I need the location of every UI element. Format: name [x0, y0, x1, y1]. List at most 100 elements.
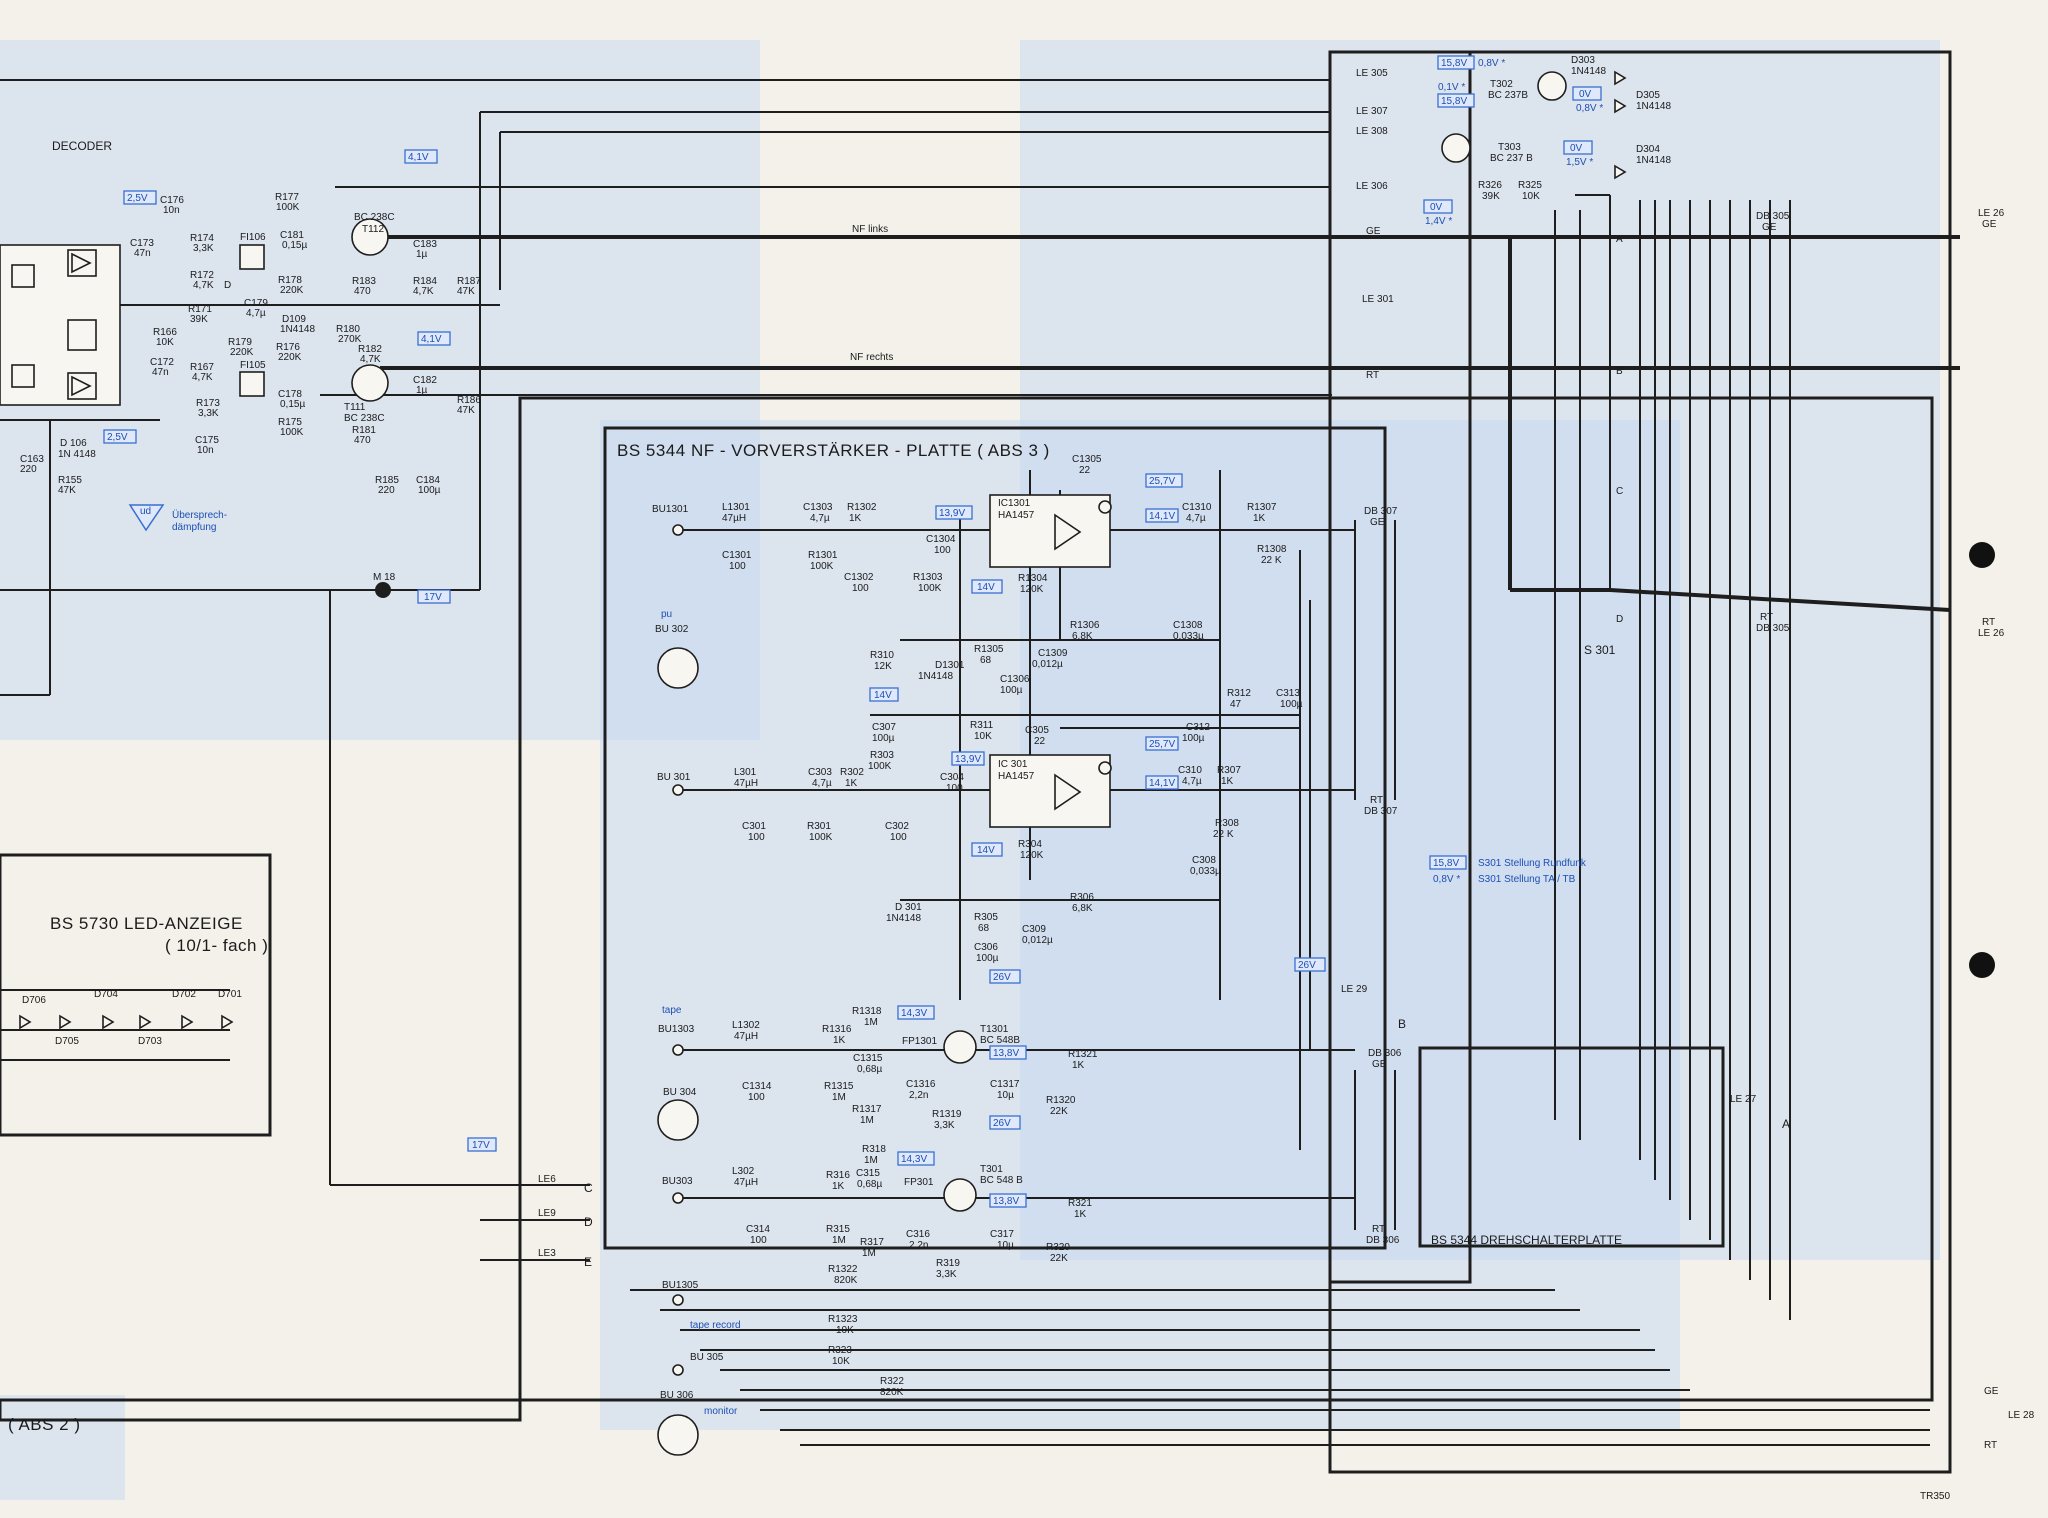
- svg-text:6,8K: 6,8K: [1072, 631, 1093, 642]
- svg-text:10n: 10n: [163, 205, 180, 216]
- svg-text:R1315: R1315: [824, 1081, 854, 1092]
- voltage-box: 26V: [989, 969, 1021, 984]
- tape-record-label: tape record: [690, 1320, 741, 1331]
- svg-text:15,8V: 15,8V: [1441, 58, 1467, 69]
- voltage-box: 26V: [1294, 957, 1326, 972]
- left-connectors: LE6 LE9 LE3 C D E: [538, 1174, 593, 1269]
- svg-text:2,5V: 2,5V: [107, 432, 128, 443]
- preamp-upper-components: C1303 4,7µ R1302 1K L1301 47µH C1301 100…: [722, 454, 1303, 772]
- svg-text:R301: R301: [807, 821, 831, 832]
- svg-text:C179: C179: [244, 298, 268, 309]
- svg-text:C1302: C1302: [844, 572, 874, 583]
- svg-text:25,7V: 25,7V: [1149, 739, 1175, 750]
- svg-text:22 K: 22 K: [1213, 829, 1234, 840]
- preamp-title: BS 5344 NF - VORVERSTÄRKER - PLATTE ( AB…: [617, 441, 1050, 460]
- svg-text:47µH: 47µH: [734, 1177, 758, 1188]
- bu302-din-socket: [657, 647, 699, 689]
- svg-text:R1307: R1307: [1247, 502, 1277, 513]
- voltage-box: 14,1V: [1145, 508, 1179, 523]
- svg-text:2,5V: 2,5V: [127, 193, 148, 204]
- svg-text:R304: R304: [1018, 839, 1042, 850]
- svg-text:1K: 1K: [833, 1035, 846, 1046]
- bu305-label: BU 305: [690, 1352, 724, 1363]
- svg-text:R319: R319: [936, 1258, 960, 1269]
- svg-text:RT: RT: [1366, 370, 1379, 381]
- svg-text:T302: T302: [1490, 79, 1513, 90]
- svg-text:R1303: R1303: [913, 572, 943, 583]
- svg-text:0,033µ: 0,033µ: [1190, 866, 1221, 877]
- m18-test-point: [375, 582, 391, 598]
- svg-text:R1305: R1305: [974, 644, 1004, 655]
- svg-text:C1305: C1305: [1072, 454, 1102, 465]
- svg-text:C1308: C1308: [1173, 620, 1203, 631]
- d1301-ref: D1301: [935, 660, 965, 671]
- voltage-labels: 2,5V 2,5V 4,1V 4,1V 17V 13,9V 14,1V 14V …: [103, 55, 1602, 1208]
- svg-text:100: 100: [750, 1235, 767, 1246]
- svg-text:0,033µ: 0,033µ: [1173, 631, 1204, 642]
- voltage-box: 14,3V: [897, 1151, 935, 1166]
- svg-text:4,1V: 4,1V: [421, 334, 442, 345]
- svg-text:C304: C304: [940, 772, 964, 783]
- t1301-type: BC 548B: [980, 1035, 1020, 1046]
- svg-text:100: 100: [890, 832, 907, 843]
- svg-text:R179: R179: [228, 337, 252, 348]
- svg-text:0,012µ: 0,012µ: [1022, 935, 1053, 946]
- svg-text:1,4V *: 1,4V *: [1425, 216, 1452, 227]
- decoder-label: DECODER: [52, 139, 112, 153]
- svg-text:C181: C181: [280, 230, 304, 241]
- svg-text:100K: 100K: [918, 583, 942, 594]
- svg-text:C: C: [1616, 486, 1623, 497]
- svg-text:LE 301: LE 301: [1362, 294, 1394, 305]
- svg-text:DB 306: DB 306: [1368, 1048, 1402, 1059]
- d301-type: 1N4148: [886, 913, 921, 924]
- svg-text:R312: R312: [1227, 688, 1251, 699]
- svg-text:100K: 100K: [276, 202, 300, 213]
- svg-text:LE 27: LE 27: [1730, 1094, 1757, 1105]
- svg-text:10K: 10K: [974, 731, 992, 742]
- svg-text:100: 100: [852, 583, 869, 594]
- svg-text:GE: GE: [1762, 222, 1777, 233]
- svg-text:17V: 17V: [424, 592, 442, 603]
- svg-text:47µH: 47µH: [734, 1031, 758, 1042]
- ud-label: ud: [140, 506, 151, 517]
- svg-text:C317: C317: [990, 1229, 1014, 1240]
- preamp-lower-components: L301 47µH C303 4,7µ R302 1K C301 100 R30…: [734, 765, 1241, 964]
- svg-text:LE 306: LE 306: [1356, 181, 1388, 192]
- legend-voltage-2: 0,8V *: [1433, 874, 1460, 885]
- svg-text:14V: 14V: [977, 845, 995, 856]
- voltage-box: 14V: [971, 842, 1003, 857]
- svg-text:25,7V: 25,7V: [1149, 476, 1175, 487]
- svg-text:4,7K: 4,7K: [413, 286, 434, 297]
- monitor-label: monitor: [704, 1406, 738, 1417]
- svg-text:A: A: [1616, 234, 1623, 245]
- svg-text:D303: D303: [1571, 55, 1595, 66]
- svg-text:GE: GE: [1370, 517, 1385, 528]
- svg-text:4,7µ: 4,7µ: [810, 513, 830, 524]
- svg-text:C173: C173: [130, 238, 154, 249]
- voltage-box: 17V: [417, 589, 451, 604]
- svg-text:LE 307: LE 307: [1356, 106, 1388, 117]
- svg-text:GE: GE: [1982, 219, 1997, 230]
- svg-text:C1303: C1303: [803, 502, 833, 513]
- svg-text:FI106: FI106: [240, 232, 266, 243]
- svg-text:47µH: 47µH: [722, 513, 746, 524]
- svg-text:D704: D704: [94, 989, 118, 1000]
- svg-text:14,1V: 14,1V: [1149, 511, 1175, 522]
- svg-text:FI105: FI105: [240, 360, 266, 371]
- svg-text:100µ: 100µ: [1000, 685, 1023, 696]
- svg-text:1µ: 1µ: [416, 249, 428, 260]
- svg-text:D703: D703: [138, 1036, 162, 1047]
- svg-text:1M: 1M: [864, 1155, 878, 1166]
- svg-text:C1310: C1310: [1182, 502, 1212, 513]
- svg-text:14,1V: 14,1V: [1149, 778, 1175, 789]
- svg-text:C178: C178: [278, 389, 302, 400]
- voltage-box: 15,8V: [1437, 93, 1475, 108]
- svg-text:R166: R166: [153, 327, 177, 338]
- voltage-box: 14,3V: [897, 1005, 935, 1020]
- svg-text:R320: R320: [1046, 1242, 1070, 1253]
- star-voltages: 0,8V * 0,1V * 0,8V * 1,5V * 1,4V *: [1425, 58, 1603, 227]
- svg-text:R181: R181: [352, 425, 376, 436]
- svg-text:R1304: R1304: [1018, 573, 1048, 584]
- svg-text:22 K: 22 K: [1261, 555, 1282, 566]
- svg-text:C182: C182: [413, 375, 437, 386]
